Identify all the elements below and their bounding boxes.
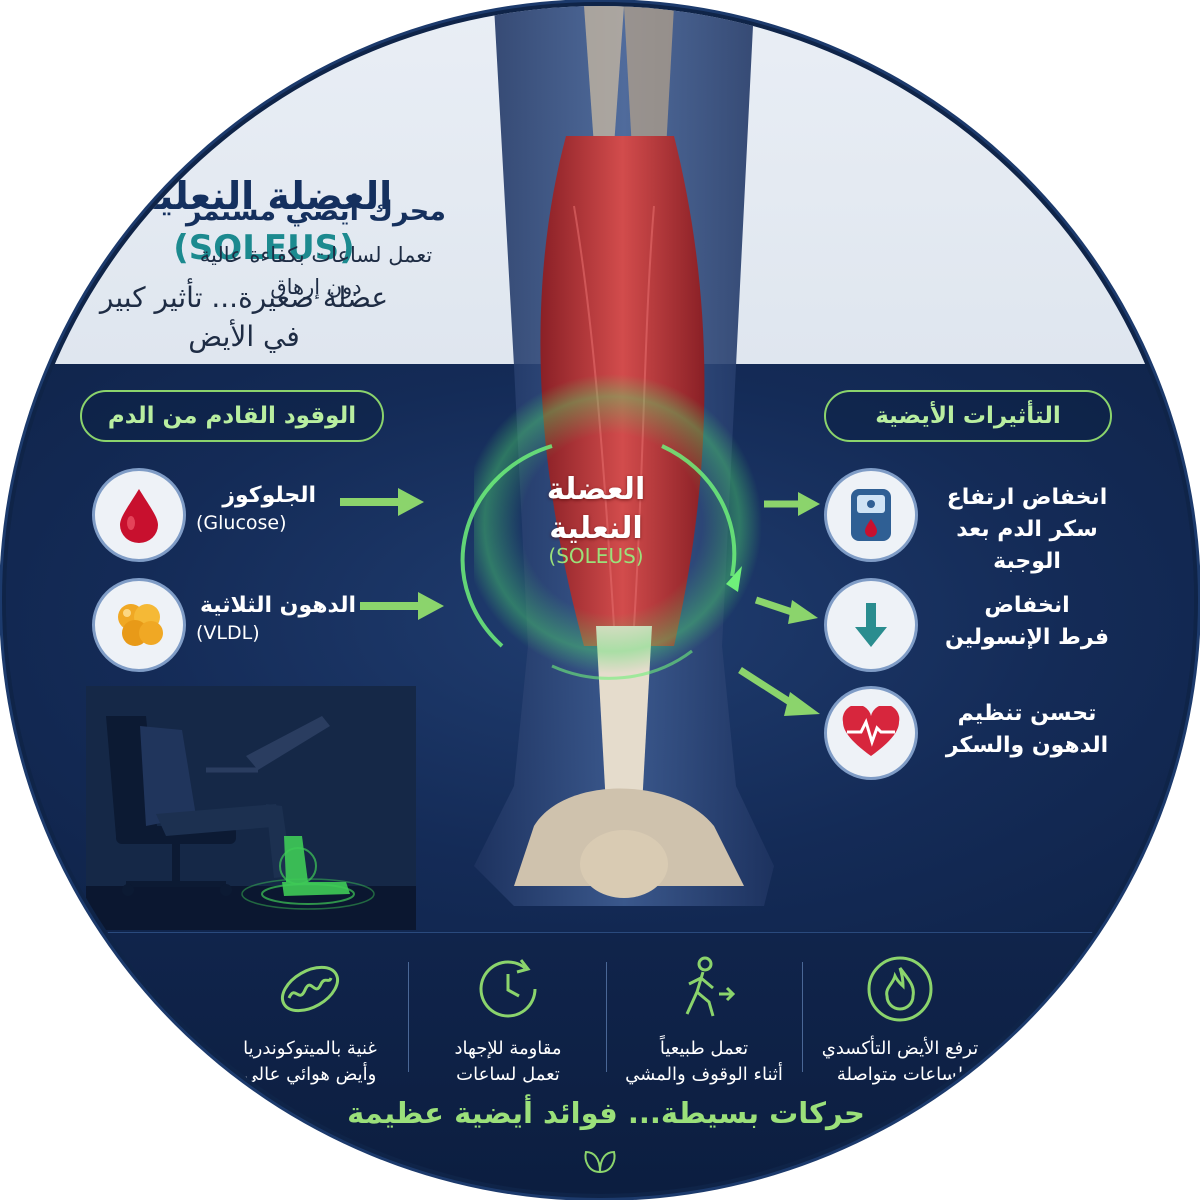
vldl-latin: (VLDL) — [196, 621, 260, 644]
aerobic-engine-desc: تعمل لساعات بكفاءة عالية دون إرهاق — [156, 240, 476, 303]
vldl-label: الدهون الثلاثية (VLDL) — [196, 590, 356, 644]
glow-ring-svg — [460, 444, 742, 680]
feature-mitochondria-line1: غنية بالميتوكوندريا — [243, 1038, 377, 1059]
effect2-label: انخفاض فرط الإنسولين — [932, 590, 1122, 654]
subtitle-line2: في الأيض — [188, 320, 300, 354]
effect3-line2: الدهون والسكر — [945, 732, 1109, 758]
aerobic-engine-title: محرك أيضي مستمر — [186, 196, 446, 227]
fat-globules-icon — [118, 604, 163, 646]
fuel-heading-pill: الوقود القادم من الدم — [80, 390, 384, 442]
effect2-line1: انخفاض — [984, 593, 1070, 618]
effect1-icon-circle — [824, 468, 918, 562]
clock-cycle-icon — [479, 959, 537, 1018]
vldl-icon-circle — [92, 578, 186, 672]
soleus-leg-svg — [462, 6, 774, 906]
feature-mitochondria: غنية بالميتوكوندريا وأيض هوائي عالي — [216, 954, 404, 1088]
mitochondria-icon — [281, 965, 339, 1013]
feature-oxidative-text: ترفع الأيض التأكسدي لساعات متواصلة — [806, 1036, 994, 1088]
effect3-icon-circle — [824, 686, 918, 780]
infographic-disc: العضلة النعلية (SOLEUS) العضلة النعلية (… — [6, 6, 1194, 1194]
aerobic-desc-line1: تعمل لساعات بكفاءة عالية — [199, 243, 433, 267]
feature-fatigue-line1: مقاومة للإجهاد — [454, 1038, 562, 1059]
glucose-label: الجلوكوز (Glucose) — [196, 480, 316, 534]
effect1-line1: انخفاض ارتفاع — [946, 485, 1108, 510]
down-arrow-icon — [855, 603, 887, 647]
feature-oxidative-line2: لساعات متواصلة — [836, 1064, 964, 1086]
glucometer-icon — [851, 489, 891, 541]
aerobic-desc-line2: دون إرهاق — [270, 274, 362, 299]
effect3-line1: تحسن تنظيم — [957, 701, 1097, 726]
effect3-arrow-icon — [738, 667, 820, 716]
feature-divider — [606, 962, 607, 1072]
flame-icon — [867, 956, 933, 1022]
vldl-arrow-icon — [360, 592, 444, 620]
feature-mitochondria-line2: وأيض هوائي عالي — [243, 1064, 377, 1086]
effect2-line2: فرط الإنسولين — [944, 624, 1109, 650]
feature-divider — [408, 962, 409, 1072]
effect2-arrow-icon — [754, 596, 818, 624]
leaf-icon — [584, 1150, 616, 1174]
center-label-line1: العضلة — [546, 472, 646, 507]
glucose-name: الجلوكوز — [222, 483, 316, 508]
effect2-icon-circle — [824, 578, 918, 672]
feature-fatigue-line2: تعمل لساعات — [456, 1064, 560, 1086]
glucose-latin: (Glucose) — [196, 511, 287, 534]
effect1-line2: سكر الدم بعد الوجبة — [956, 516, 1098, 574]
blood-drop-icon — [120, 489, 158, 543]
sitting-person-scene — [86, 686, 416, 930]
feature-divider — [802, 962, 803, 1072]
feature-standing-line1: تعمل طبيعياً — [659, 1038, 749, 1059]
feature-standing-text: تعمل طبيعياً أثناء الوقوف والمشي — [610, 1036, 798, 1088]
center-label-line2: النعلية — [549, 511, 643, 546]
feature-oxidative: ترفع الأيض التأكسدي لساعات متواصلة — [806, 954, 994, 1088]
leg-illustration — [462, 6, 774, 946]
footer-slogan: حركات بسيطة... فوائد أيضية عظيمة — [347, 1096, 865, 1130]
effects-heading-pill: التأثيرات الأيضية — [824, 390, 1112, 442]
walking-person-icon — [685, 956, 736, 1017]
effect1-label: انخفاض ارتفاع سكر الدم بعد الوجبة — [932, 482, 1122, 578]
glow-ring — [442, 416, 762, 700]
feature-oxidative-line1: ترفع الأيض التأكسدي — [821, 1038, 979, 1059]
vldl-name: الدهون الثلاثية — [199, 593, 356, 618]
feature-standing: تعمل طبيعياً أثناء الوقوف والمشي — [610, 954, 798, 1088]
glucose-icon-circle — [92, 468, 186, 562]
glucose-arrow-icon — [340, 488, 424, 516]
features-band — [6, 932, 1194, 1194]
subtitle-line1: عضلة صغيرة... تأثير كبير — [99, 281, 389, 314]
feature-fatigue-text: مقاومة للإجهاد تعمل لساعات — [414, 1036, 602, 1088]
sitting-person-illustration — [86, 686, 416, 930]
effect1-arrow-icon — [764, 492, 820, 516]
page-subtitle: عضلة صغيرة... تأثير كبير في الأيض — [14, 278, 474, 356]
page-title-latin: (SOLEUS) — [173, 228, 355, 268]
effect3-label: تحسن تنظيم الدهون والسكر — [932, 698, 1122, 762]
page-title: العضلة النعلية — [135, 174, 393, 218]
feature-standing-line2: أثناء الوقوف والمشي — [625, 1064, 783, 1086]
heartbeat-icon — [842, 706, 900, 756]
center-muscle-label: العضلة النعلية — [498, 470, 694, 548]
feature-fatigue: مقاومة للإجهاد تعمل لساعات — [414, 954, 602, 1088]
center-muscle-latin: (SOLEUS) — [548, 544, 644, 568]
feature-mitochondria-text: غنية بالميتوكوندريا وأيض هوائي عالي — [216, 1036, 404, 1088]
